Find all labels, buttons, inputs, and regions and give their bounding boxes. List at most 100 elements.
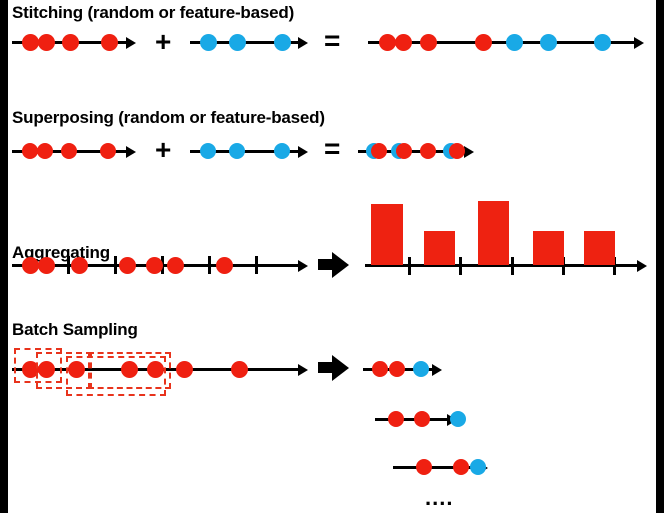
- event-dot: [506, 34, 523, 51]
- event-dot: [395, 34, 412, 51]
- axis-arrowhead: [464, 145, 474, 158]
- event-dot: [167, 257, 184, 274]
- event-dot: [396, 143, 412, 159]
- operator-equals: =: [324, 25, 341, 56]
- event-dot: [71, 257, 88, 274]
- histogram-tick: [613, 257, 616, 275]
- event-dot: [121, 361, 138, 378]
- histogram-bar: [371, 204, 403, 265]
- event-dot: [470, 459, 486, 475]
- event-dot: [475, 34, 492, 51]
- histogram-tick: [459, 257, 462, 275]
- axis-arrowhead: [634, 36, 644, 49]
- axis-arrowhead: [126, 145, 136, 158]
- histogram-axis-line: [365, 264, 643, 267]
- event-dot: [420, 143, 436, 159]
- histogram-bar: [533, 231, 564, 265]
- histogram-tick: [562, 257, 565, 275]
- event-dot: [413, 361, 429, 377]
- event-dot: [388, 411, 404, 427]
- event-dot: [540, 34, 557, 51]
- event-dot: [147, 361, 164, 378]
- event-dot: [68, 361, 85, 378]
- event-dot: [229, 143, 245, 159]
- event-dot: [200, 143, 216, 159]
- axis-arrowhead: [432, 363, 442, 376]
- transform-arrow: [318, 355, 351, 381]
- axis-arrowhead: [298, 363, 308, 376]
- arrow-shaft: [318, 259, 334, 270]
- event-dot: [119, 257, 136, 274]
- batch-selection-box: [36, 352, 92, 389]
- event-dot: [420, 34, 437, 51]
- histogram-bar: [424, 231, 455, 265]
- event-dot: [37, 143, 53, 159]
- event-dot: [22, 257, 39, 274]
- axis-line: [358, 150, 468, 153]
- histogram-bar: [478, 201, 509, 265]
- event-dot: [101, 34, 118, 51]
- event-dot: [274, 34, 291, 51]
- histogram-tick: [511, 257, 514, 275]
- axis-line: [368, 41, 638, 44]
- event-dot: [450, 411, 466, 427]
- section-heading-superposing: Superposing (random or feature-based): [12, 108, 325, 127]
- section-heading-batch-sampling: Batch Sampling: [12, 320, 138, 339]
- event-dot: [371, 143, 387, 159]
- axis-line: [190, 41, 302, 44]
- histogram-tick: [408, 257, 411, 275]
- arrow-head: [332, 252, 349, 278]
- axis-arrowhead: [126, 36, 136, 49]
- event-dot: [379, 34, 396, 51]
- arrow-shaft: [318, 362, 334, 373]
- event-dot: [38, 257, 55, 274]
- section-heading-stitching: Stitching (random or feature-based): [12, 3, 295, 22]
- event-dot: [62, 34, 79, 51]
- event-dot: [231, 361, 248, 378]
- event-dot: [449, 143, 465, 159]
- axis-tick: [208, 256, 211, 274]
- event-dot: [176, 361, 193, 378]
- axis-tick: [114, 256, 117, 274]
- histogram-bar: [584, 231, 615, 265]
- axis-arrowhead: [298, 36, 308, 49]
- axis-tick: [255, 256, 258, 274]
- operator-equals: =: [324, 133, 341, 164]
- operator-plus: +: [155, 26, 172, 57]
- axis-arrowhead: [298, 145, 308, 158]
- axis-line: [393, 466, 481, 469]
- event-dot: [61, 143, 77, 159]
- event-dot: [38, 361, 55, 378]
- event-dot: [146, 257, 163, 274]
- event-dot: [216, 257, 233, 274]
- operator-plus: +: [155, 134, 172, 165]
- axis-line: [375, 418, 451, 421]
- event-dot: [100, 143, 116, 159]
- right-border-strip: [656, 0, 664, 513]
- left-border-strip: [0, 0, 8, 513]
- event-dot: [22, 143, 38, 159]
- batch-selection-box: [88, 352, 171, 389]
- event-dot: [229, 34, 246, 51]
- batch-selection-box: [14, 348, 62, 383]
- more-batches-ellipsis: ....: [425, 485, 454, 510]
- axis-arrowhead: [298, 259, 308, 272]
- event-dot: [38, 34, 55, 51]
- event-dot: [594, 34, 611, 51]
- histogram-axis-arrowhead: [637, 259, 647, 272]
- axis-tick: [67, 256, 70, 274]
- batch-selection-box: [66, 356, 166, 396]
- event-dot: [274, 143, 290, 159]
- event-dot: [200, 34, 217, 51]
- event-dot: [22, 361, 39, 378]
- event-dot: [416, 459, 432, 475]
- event-dot: [372, 361, 388, 377]
- arrow-head: [332, 355, 349, 381]
- section-heading-aggregating: Aggregating: [12, 243, 110, 262]
- axis-line: [190, 150, 302, 153]
- transform-arrow: [318, 252, 351, 278]
- event-dot: [453, 459, 469, 475]
- event-dot: [389, 361, 405, 377]
- event-dot: [22, 34, 39, 51]
- event-dot: [414, 411, 430, 427]
